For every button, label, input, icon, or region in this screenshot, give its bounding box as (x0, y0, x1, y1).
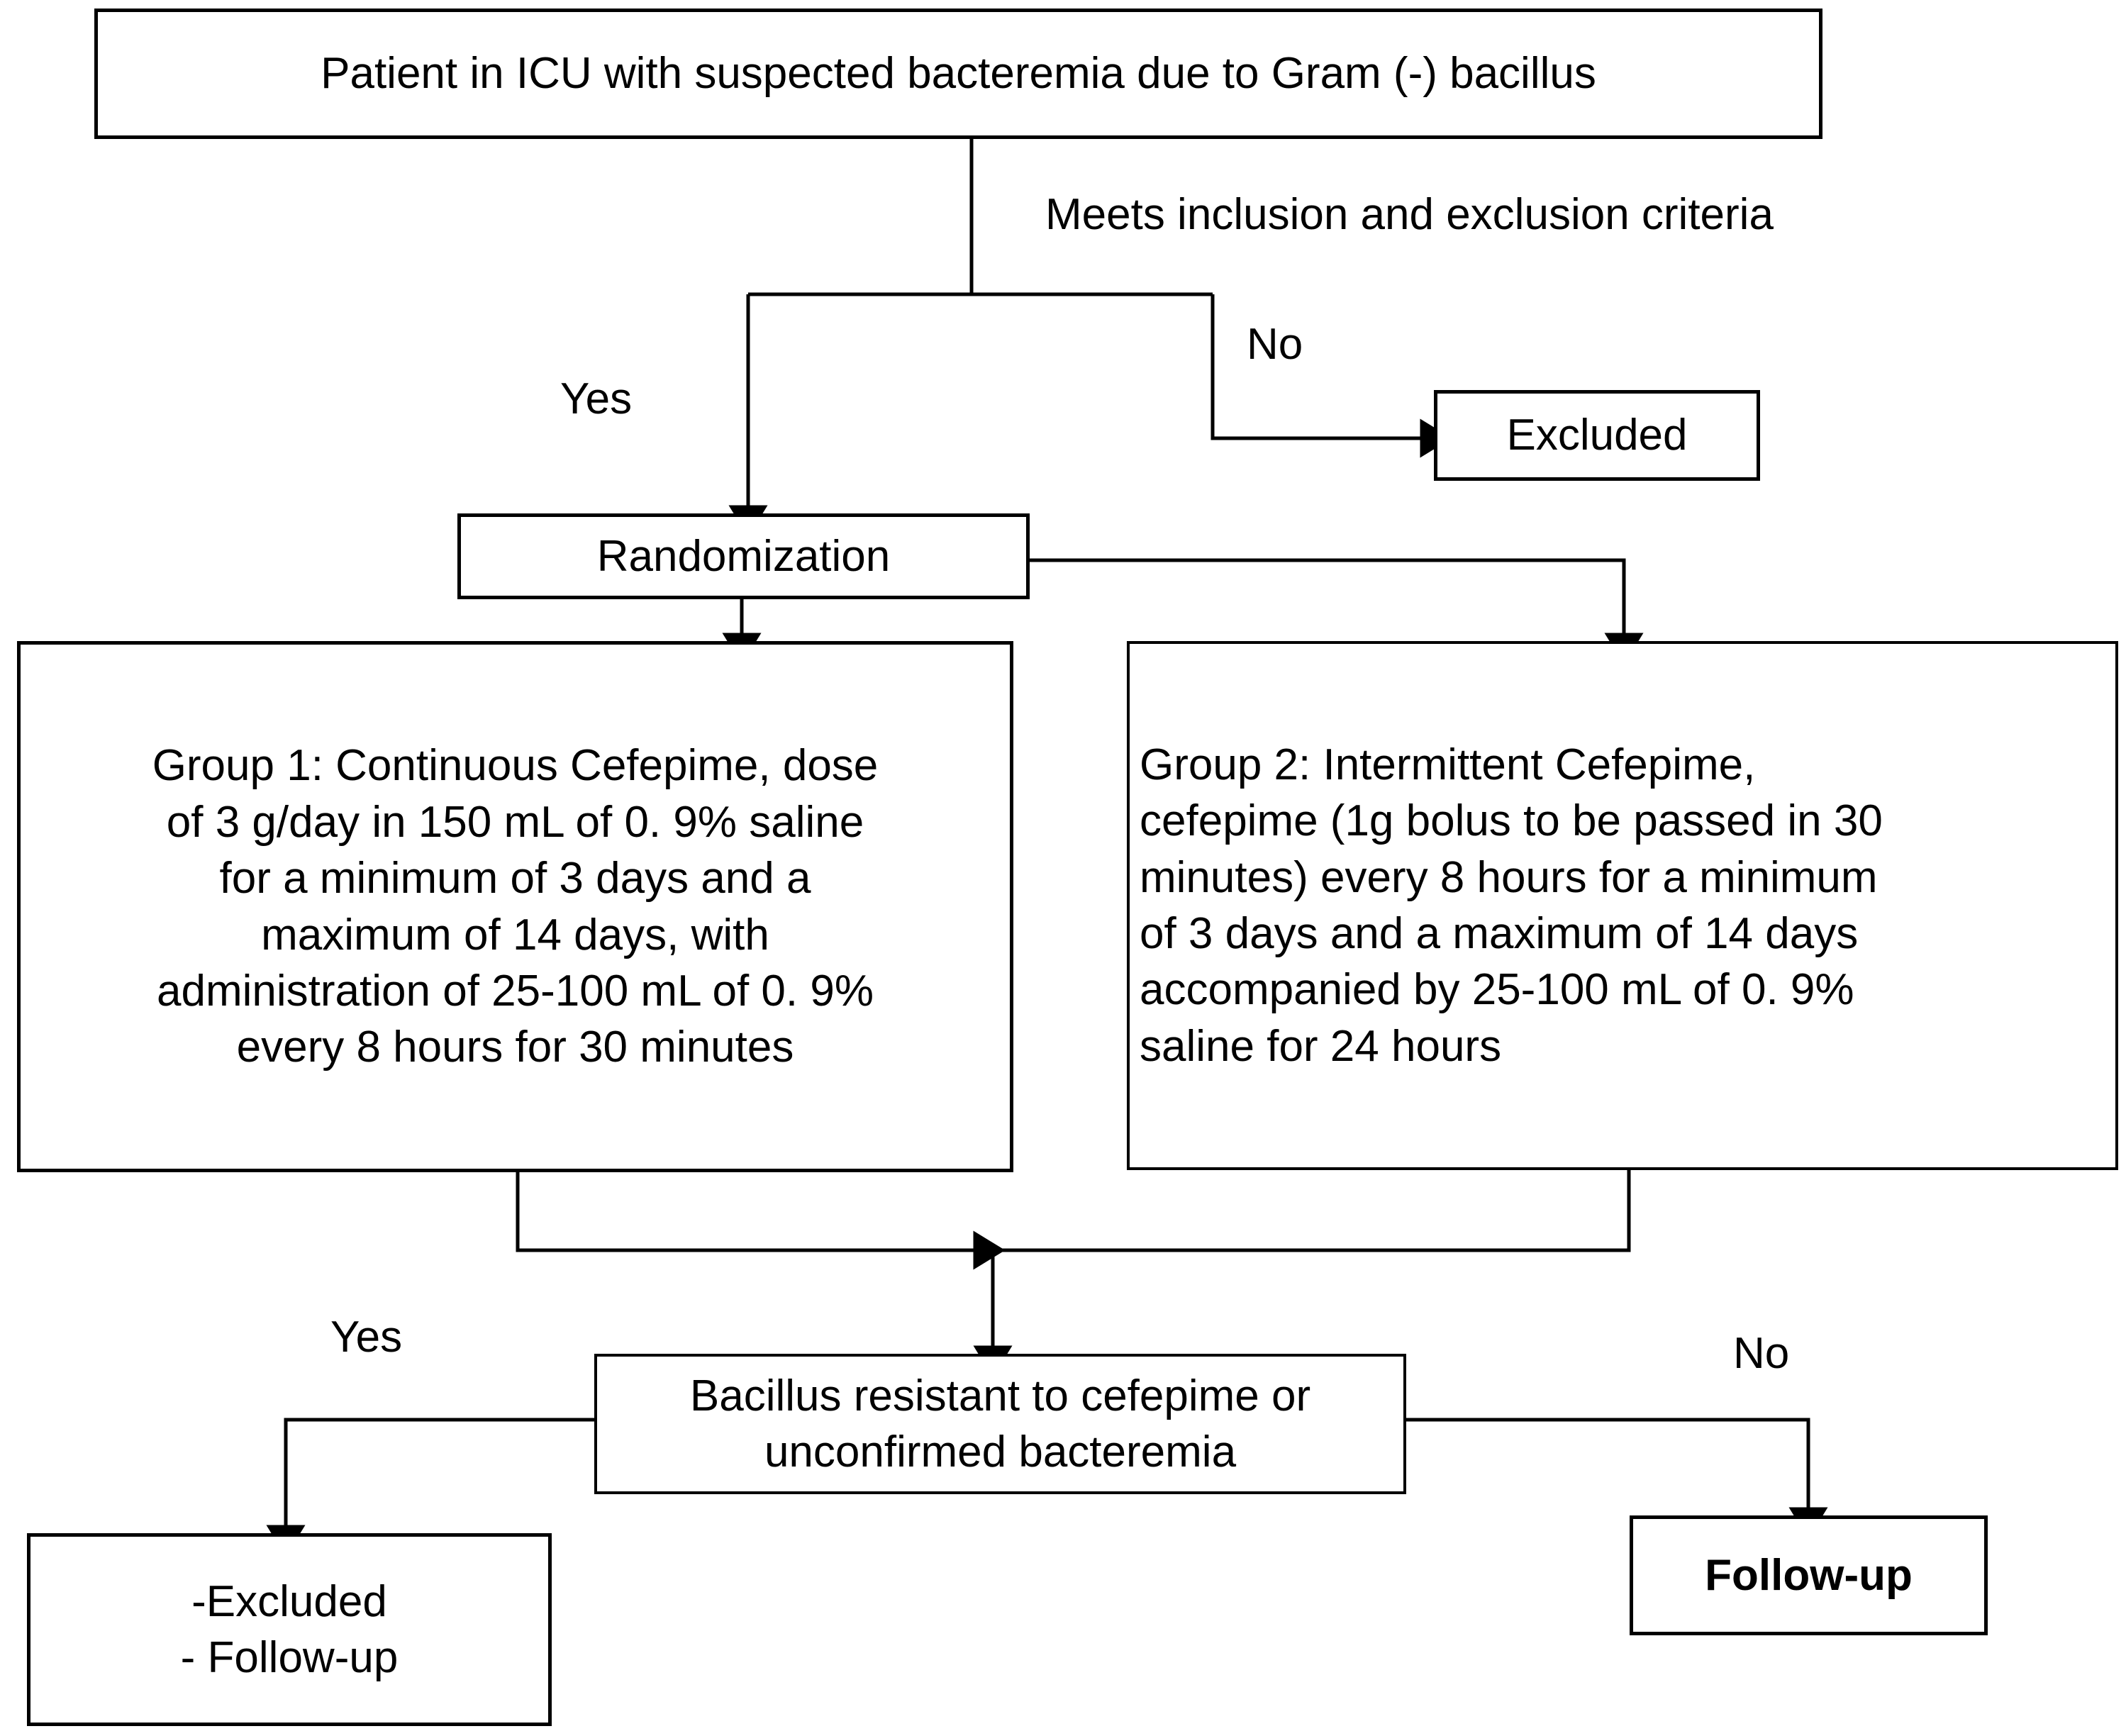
group1-line-2: of 3 g/day in 150 mL of 0. 9% saline (166, 797, 864, 847)
resistance-line-1: Bacillus resistant to cefepime or (689, 1371, 1311, 1420)
group1-line-6: every 8 hours for 30 minutes (236, 1023, 794, 1072)
node-excluded-followup-text: -Excluded - Follow-up (30, 1574, 548, 1686)
edge-group1-to-merge (516, 1172, 1006, 1270)
edge-label-yes-top: Yes (560, 374, 633, 423)
resistance-line-2: unconfirmed bacteremia (764, 1428, 1237, 1476)
node-group1[interactable]: Group 1: Continuous Cefepime, dose of 3 … (17, 641, 1013, 1172)
node-group1-text: Group 1: Continuous Cefepime, dose of 3 … (21, 738, 1010, 1075)
edge-group2-to-merge (993, 1170, 1631, 1252)
edge-resistance-yes (266, 1418, 598, 1557)
node-group2[interactable]: Group 2: Intermittent Cefepime, cefepime… (1127, 641, 2118, 1170)
group2-line-3: minutes) every 8 hours for a minimum (1140, 852, 1878, 902)
edge-label-criteria: Meets inclusion and exclusion criteria (1045, 190, 1774, 239)
node-resistance-check[interactable]: Bacillus resistant to cefepime or unconf… (594, 1354, 1406, 1494)
group2-line-2: cefepime (1g bolus to be passed in 30 (1140, 796, 1883, 846)
excluded-followup-line-2: - Follow-up (180, 1633, 399, 1682)
group1-line-1: Group 1: Continuous Cefepime, dose (152, 741, 879, 791)
edge-label-no-bottom: No (1733, 1329, 1790, 1378)
node-screening-label: Patient in ICU with suspected bacteremia… (321, 49, 1596, 99)
group1-line-5: administration of 25-100 mL of 0. 9% (157, 966, 874, 1016)
node-screening[interactable]: Patient in ICU with suspected bacteremia… (94, 9, 1822, 139)
node-followup[interactable]: Follow-up (1630, 1515, 1988, 1635)
group2-line-4: of 3 days and a maximum of 14 days (1140, 909, 1859, 958)
group2-line-6: saline for 24 hours (1140, 1021, 1502, 1071)
node-randomization[interactable]: Randomization (457, 513, 1030, 599)
edge-randomization-to-group2 (1030, 558, 1644, 665)
edge-label-yes-bottom: Yes (330, 1313, 403, 1362)
edge-resistance-no (1404, 1418, 1828, 1540)
node-excluded-top[interactable]: Excluded (1434, 390, 1760, 481)
node-excluded-top-label: Excluded (1506, 411, 1688, 460)
group1-line-3: for a minimum of 3 days and a (219, 854, 811, 903)
node-followup-label: Follow-up (1705, 1550, 1913, 1600)
group2-line-1: Group 2: Intermittent Cefepime, (1140, 740, 1756, 789)
edge-label-no-top: No (1247, 320, 1303, 369)
group1-line-4: maximum of 14 days, with (261, 910, 769, 959)
node-randomization-label: Randomization (596, 531, 891, 581)
node-group2-text: Group 2: Intermittent Cefepime, cefepime… (1130, 737, 2115, 1074)
group2-line-5: accompanied by 25-100 mL of 0. 9% (1140, 965, 1854, 1015)
excluded-followup-line-1: -Excluded (191, 1576, 387, 1626)
edge-no-to-excluded (1211, 294, 1452, 458)
node-resistance-text: Bacillus resistant to cefepime or unconf… (597, 1368, 1403, 1481)
node-excluded-followup[interactable]: -Excluded - Follow-up (27, 1533, 552, 1726)
